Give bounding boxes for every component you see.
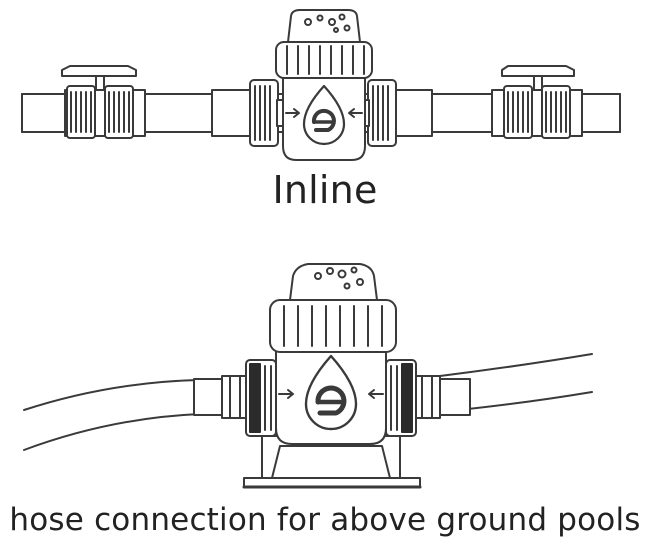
inline-caption: Inline	[272, 168, 378, 212]
hose-drop-logo-icon	[304, 354, 358, 431]
left-hose	[23, 379, 201, 451]
hose-right-union-nut	[385, 359, 417, 437]
inline-right-union-nut	[360, 79, 397, 147]
inline-cap	[275, 9, 373, 79]
inline-drop-logo-icon	[302, 84, 346, 146]
inline-left-union-nut	[249, 79, 286, 147]
hose-left-union-nut	[245, 359, 277, 437]
left-ball-valve	[61, 65, 146, 139]
right-ball-valve	[491, 65, 583, 139]
hose-cap	[269, 263, 397, 353]
right-hose-barb	[411, 375, 471, 419]
left-hose-barb	[193, 375, 251, 419]
hose-connection-caption: hose connection for above ground pools	[9, 502, 641, 538]
left-pipe-coupler	[211, 89, 255, 137]
right-pipe-coupler	[391, 89, 433, 137]
inline-installation	[21, 9, 621, 161]
hose-installation	[23, 263, 593, 489]
